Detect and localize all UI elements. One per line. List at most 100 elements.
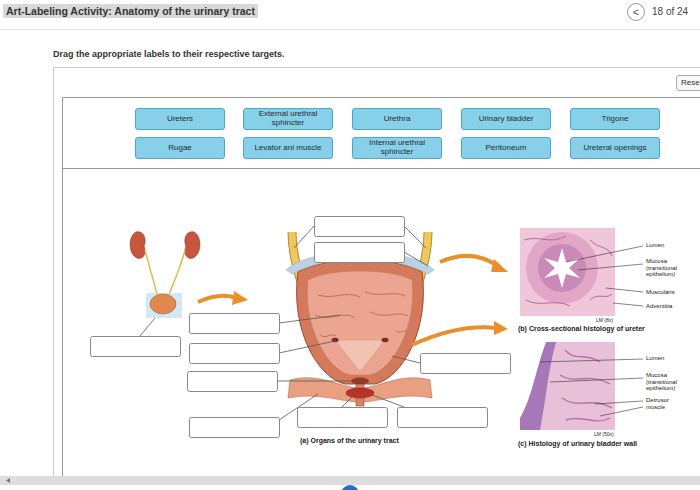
label-frame (63, 98, 700, 478)
leader-line (595, 401, 643, 404)
arrowhead (494, 321, 508, 335)
leader-line (140, 318, 155, 336)
label-chip: Levator ani muscle (243, 137, 333, 159)
label-chip: Ureteral openings (570, 137, 660, 159)
orange-arrow (440, 256, 498, 266)
kidney (185, 232, 200, 259)
box-text: Trigone (602, 115, 629, 124)
mucosa-layer (538, 244, 586, 292)
label-chip: Trigone (570, 108, 660, 130)
box-text: Ureters (167, 115, 193, 124)
histology-label: Lumen (646, 242, 664, 249)
lumen (520, 342, 546, 418)
micrograph (520, 342, 615, 430)
bladder-mucosa (307, 271, 412, 375)
trigone-area (335, 340, 385, 372)
chip-area-rule (63, 168, 700, 169)
box-text: Peritoneum (486, 144, 527, 153)
drop-target (91, 337, 181, 357)
header-rule (0, 29, 700, 30)
ureter (145, 250, 158, 298)
leader-line (342, 397, 352, 407)
magnification-label: LM (8x) (596, 318, 613, 324)
arrowhead (232, 291, 248, 305)
box-text: Rese (681, 79, 700, 88)
bladder-small (150, 294, 176, 314)
drop-target (190, 418, 280, 438)
kidney (130, 232, 145, 259)
label-chip: Urethra (352, 108, 442, 130)
box-text: Urethra (384, 115, 411, 124)
ureter-histology (520, 228, 615, 316)
page-counter: 18 of 24 (652, 6, 688, 17)
leader-line (578, 264, 643, 270)
drop-target (315, 217, 405, 237)
histology-label: Mucosa (transitional epithelium) (646, 372, 686, 392)
activity-title: Art-Labeling Activity: Anatomy of the ur… (3, 4, 258, 18)
leader-line (550, 378, 643, 382)
figure-caption: (a) Organs of the urinary tract (300, 437, 399, 445)
bladder-histology (520, 342, 615, 430)
label-chip: Internal urethral sphincter (352, 137, 442, 159)
leader-line (404, 252, 428, 266)
leader-line (294, 226, 314, 248)
label-chip: Urinary bladder (461, 108, 551, 130)
orange-arrow (198, 296, 236, 302)
box-text: Urinary bladder (479, 115, 534, 124)
label-chip: External urethral sphincter (243, 108, 333, 130)
leader-line (277, 381, 351, 382)
leader-line (279, 341, 335, 353)
reset-button: Rese (676, 75, 700, 91)
internal-sphincter (351, 378, 369, 385)
micrograph (520, 228, 615, 316)
box-text: Rugae (168, 144, 192, 153)
progress-dot (341, 485, 359, 490)
leader-line (566, 246, 643, 262)
drop-targets (91, 217, 511, 438)
box-text: Ureteral openings (583, 144, 646, 153)
tissue-texture (524, 236, 612, 306)
orange-arrow (412, 327, 496, 345)
histology-label: Detrusor muscle (646, 397, 686, 410)
histology-label: Adventitia (646, 303, 672, 310)
rugae-folds (315, 292, 408, 337)
leader-line (540, 359, 643, 362)
mucosa-layer (520, 342, 556, 430)
leader-line (392, 356, 420, 363)
drop-target (398, 408, 488, 428)
leader-line (372, 395, 404, 407)
highlight-region (146, 293, 182, 318)
figure-caption: (c) Histology of urinary bladder wall (518, 440, 637, 448)
figure-caption: (b) Cross-sectional histology of ureter (518, 325, 645, 333)
magnification-label: LM (50x) (594, 432, 614, 438)
urinary-system-figure (130, 232, 200, 318)
muscularis-layer (526, 232, 598, 304)
back-button: < (627, 3, 645, 21)
drop-target (190, 314, 280, 334)
drop-target (298, 408, 388, 428)
leader-line (279, 315, 340, 323)
arrowhead (491, 259, 508, 272)
leader-line (613, 303, 643, 306)
drop-target (188, 372, 278, 392)
ureter (168, 250, 185, 298)
leader-line (404, 226, 426, 248)
lumen (544, 248, 580, 288)
target-leaders (140, 226, 428, 420)
scrollbar (0, 476, 700, 485)
label-chip: Ureters (135, 108, 225, 130)
leader-line (606, 288, 643, 292)
scroll-arrow (6, 478, 10, 483)
label-chip: Peritoneum (461, 137, 551, 159)
histology-label: Mucosa (transitional epithelium) (646, 258, 686, 278)
bladder-wall (297, 260, 424, 384)
activity-panel (54, 68, 700, 478)
box-text: < (633, 6, 639, 18)
histology-label: Muscularis (646, 289, 675, 296)
box-text: External urethral sphincter (247, 110, 329, 128)
label-chip: Rugae (135, 137, 225, 159)
drop-target (421, 354, 511, 374)
box-text: Internal urethral sphincter (356, 139, 438, 157)
